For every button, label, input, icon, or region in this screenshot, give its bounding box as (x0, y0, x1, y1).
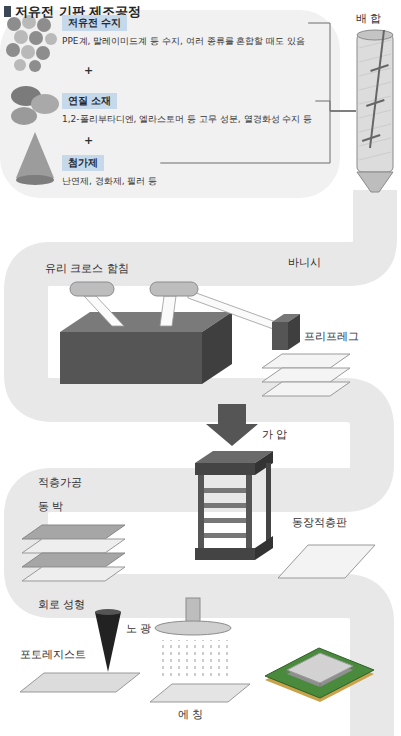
material-description: 난연제, 경화제, 필러 등 (62, 176, 157, 188)
exposure-light (95, 609, 121, 672)
material-heading: 연질 소재 (62, 93, 117, 109)
step-label: 동장적층판 (292, 516, 347, 529)
laminate-sheet (278, 545, 375, 578)
step-label: 노 광 (126, 622, 152, 635)
material-heading: 첨가제 (62, 155, 104, 171)
mixer-label: 배 합 (356, 11, 382, 26)
copper-foil-stack (22, 525, 125, 581)
rubber-blobs (11, 86, 59, 125)
material-group: 첨가제난연제, 경화제, 필러 등 (62, 155, 157, 188)
step-label: 바니시 (288, 256, 321, 269)
photoresist-sheet (20, 673, 140, 692)
title-marker (4, 6, 11, 17)
tank-outline (356, 28, 394, 194)
material-group: 연질 소재 1,2-폴리부타디엔, 엘라스토머 등 고무 성분, 열경화성 수지 … (62, 93, 312, 126)
feed-line (315, 101, 356, 111)
press-arrow (206, 404, 258, 446)
prepreg-sheets (262, 354, 350, 396)
press-machine (195, 451, 273, 560)
step-label: 동 박 (38, 500, 64, 513)
cpu-chip (265, 648, 374, 702)
additive-cone (16, 132, 54, 185)
step-label: 유리 크로스 함침 (45, 262, 129, 275)
step-label: 적층가공 (38, 476, 82, 489)
feed-line (308, 23, 356, 111)
step-label: 가 압 (262, 428, 288, 441)
ingredient-ground (0, 10, 340, 198)
resin-grains (6, 15, 57, 72)
material-description: 1,2-폴리부타디엔, 엘라스토머 등 고무 성분, 열경화성 수지 등 (62, 114, 312, 126)
material-heading: 저유전 수지 (62, 15, 127, 31)
step-label: 에 칭 (178, 708, 204, 721)
mixer-tank: 배 합 (356, 28, 394, 194)
step-label: 포토레지스트 (20, 648, 86, 661)
plus-sign: + (84, 134, 93, 147)
step-label: 프리프레그 (304, 330, 359, 343)
etching-machine (150, 598, 250, 702)
material-description: PPE계, 말레이미드계 등 수지, 여러 종류를 혼합할 때도 있음 (62, 36, 305, 48)
material-group: 저유전 수지 PPE계, 말레이미드계 등 수지, 여러 종류를 혼합할 때도 있… (62, 15, 305, 48)
plus-sign: + (84, 64, 93, 77)
impregnation-machine (60, 282, 300, 384)
step-label: 회로 성형 (38, 598, 86, 611)
